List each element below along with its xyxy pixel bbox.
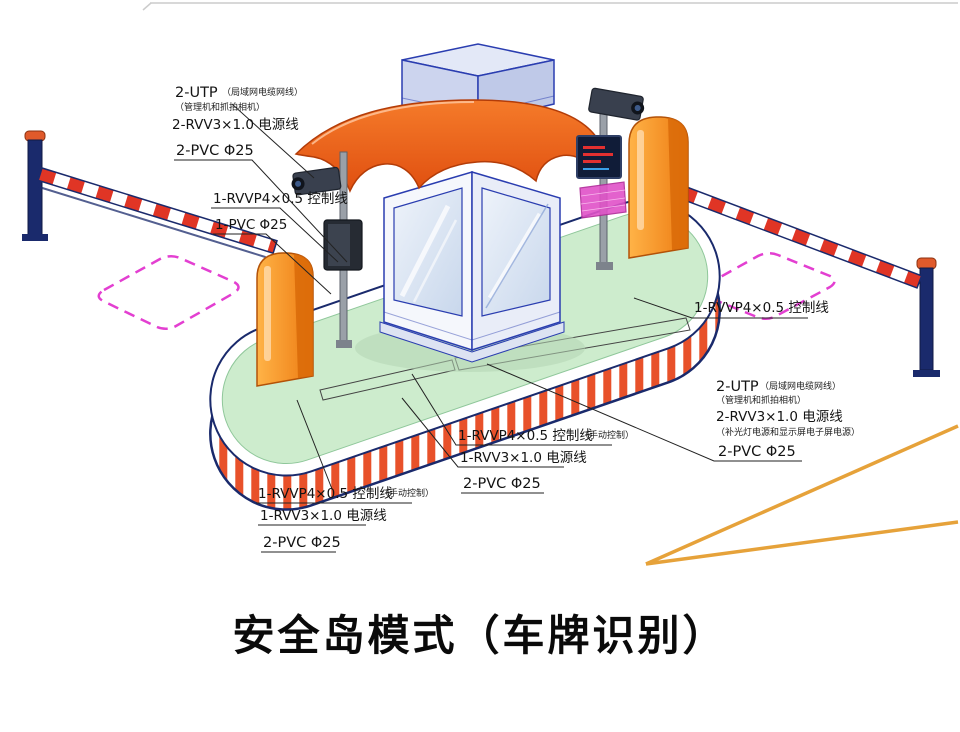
guard-booth <box>294 43 606 363</box>
cable-label: 1-RVVP4×0.5 控制线 <box>458 428 593 444</box>
control-box-panel <box>328 224 350 266</box>
pole-base <box>596 262 613 270</box>
label-block-top-left: 2-UTP （局域网电缆网线） （管理机和抓拍相机） 2-RVV3×1.0 电源… <box>172 85 303 159</box>
camera-pole-right <box>576 87 645 270</box>
booth-plinth <box>379 321 565 363</box>
barrier-cabinet-left <box>256 252 314 387</box>
cable-label-note: （手动控制） <box>380 487 434 499</box>
road-lane-lines <box>645 424 959 566</box>
window-reflection <box>399 204 451 298</box>
cable-label-note: （局域网电缆网线） <box>222 86 303 98</box>
window-reflection <box>485 203 549 309</box>
camera-pole-left <box>291 151 363 348</box>
canopy-highlight <box>311 101 475 145</box>
fill-light-panel <box>579 181 627 219</box>
cable-label: 2-UTP <box>716 379 759 395</box>
label-block-center-bottom: 1-RVVP4×0.5 控制线 （手动控制） 1-RVV3×1.0 电源线 2-… <box>458 428 634 492</box>
detection-loop-left <box>97 255 240 330</box>
diagram-title: 安全岛模式（车牌识别） <box>232 611 727 660</box>
barrier-cabinet-right <box>628 116 689 259</box>
cable-label: 1-RVVP4×0.5 控制线 <box>258 486 393 502</box>
cable-label-note: （管理机和抓拍相机） <box>716 394 806 406</box>
photo-border-tick <box>142 2 152 11</box>
led-display-screen <box>576 135 622 179</box>
cable-label-note: （管理机和抓拍相机） <box>175 101 265 113</box>
label-block-right-mid: 1-RVVP4×0.5 控制线 <box>694 300 829 316</box>
label-block-left-mid: 1-RVVP4×0.5 控制线 1-PVC Φ25 <box>213 191 348 233</box>
cable-label-note: （手动控制） <box>580 429 634 441</box>
cable-label: 2-RVV3×1.0 电源线 <box>716 409 843 425</box>
lpr-camera-right <box>588 87 645 121</box>
leader-lines <box>174 103 808 553</box>
cable-label-note: （补光灯电源和显示屏电子屏电源） <box>716 426 860 438</box>
cable-label: 1-PVC Φ25 <box>215 217 287 233</box>
window-reflection <box>412 219 458 303</box>
label-block-bottom-right: 2-UTP （局域网电缆网线） （管理机和抓拍相机） 2-RVV3×1.0 电源… <box>716 379 860 460</box>
window-reflection <box>487 212 543 300</box>
cable-label: 1-RVV3×1.0 电源线 <box>460 450 587 466</box>
cable-label: 2-PVC Φ25 <box>176 143 254 159</box>
cable-label: 1-RVV3×1.0 电源线 <box>260 508 387 524</box>
cable-label: 2-PVC Φ25 <box>718 444 796 460</box>
cable-label: 1-RVVP4×0.5 控制线 <box>694 300 829 316</box>
cable-label: 2-UTP <box>175 85 218 101</box>
cable-label-note: （局域网电缆网线） <box>760 380 841 392</box>
booth-canopy <box>294 99 606 194</box>
cable-label: 2-PVC Φ25 <box>463 476 541 492</box>
barrier-arm-left <box>37 167 278 259</box>
pole-base <box>336 340 352 348</box>
booth-wall-seam <box>383 311 561 341</box>
barrier-post-right <box>913 257 940 377</box>
label-block-left-bottom: 1-RVVP4×0.5 控制线 （手动控制） 1-RVV3×1.0 电源线 2-… <box>258 486 434 551</box>
cable-label: 1-RVVP4×0.5 控制线 <box>213 191 348 207</box>
lpr-camera-left <box>291 166 342 196</box>
cable-label: 2-PVC Φ25 <box>263 535 341 551</box>
booth-window-left <box>393 187 463 317</box>
barrier-post-left <box>22 130 48 241</box>
cable-label: 2-RVV3×1.0 电源线 <box>172 117 299 133</box>
